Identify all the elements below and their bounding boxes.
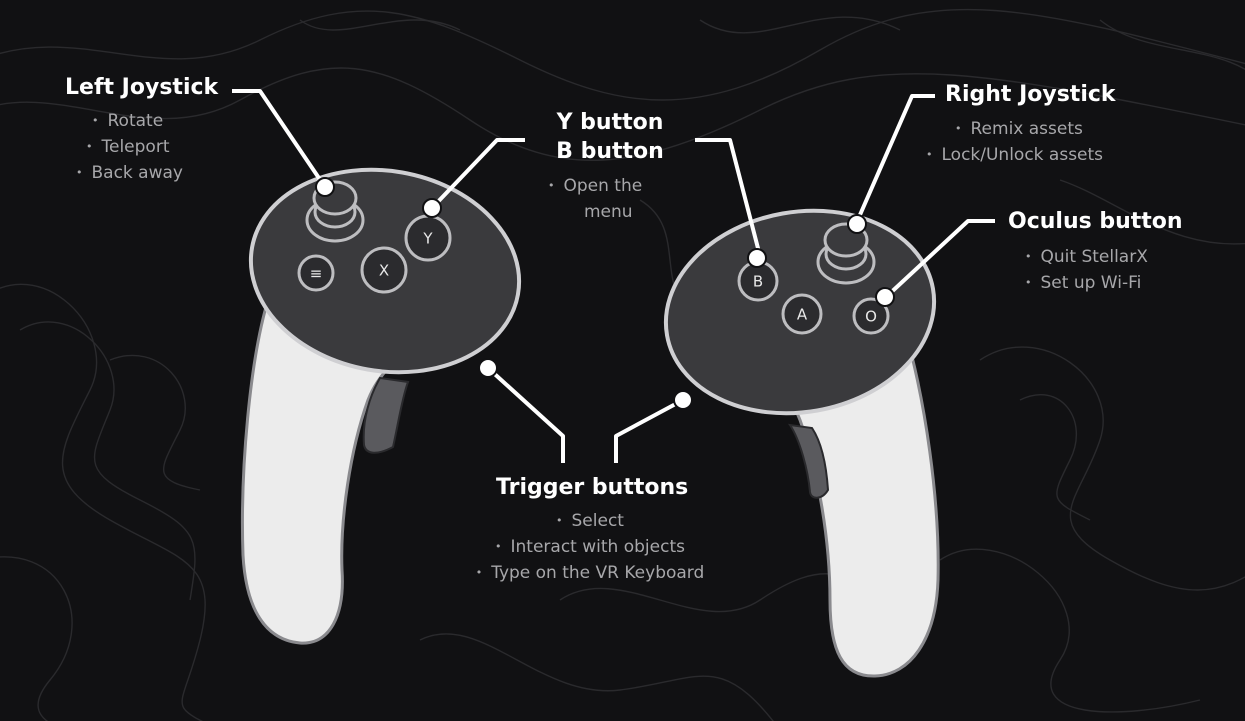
action-remix-assets: Remix assets — [926, 117, 1103, 143]
action-type-on-vr-keyboard: Type on the VR Keyboard — [430, 561, 750, 587]
menu-icon: ≡ — [310, 265, 323, 283]
trigger-leader-right — [614, 398, 684, 463]
oculus-button-glyph: O — [865, 308, 877, 326]
b-button-title: B button — [556, 139, 664, 164]
a-button-glyph: A — [797, 306, 808, 324]
left-trigger-dot — [478, 358, 498, 378]
y-button-glyph: Y — [422, 230, 433, 248]
oculus-button-shape — [852, 297, 890, 335]
left-controller: Y X ≡ — [240, 167, 522, 645]
action-lock-unlock-assets: Lock/Unlock assets — [926, 143, 1104, 169]
left-trigger — [362, 376, 410, 454]
right-trigger — [787, 423, 830, 499]
yb-button-actions: Open the menu — [548, 174, 643, 224]
trigger-buttons-actions: Select Interact with objects Type on the… — [430, 509, 750, 587]
x-button-glyph: X — [379, 262, 389, 280]
left-joystick-actions: Rotate Teleport Back away — [76, 109, 183, 187]
yb-button-leader-left — [430, 138, 525, 210]
oculus-button-dot — [875, 287, 895, 307]
action-open-menu-2: menu — [584, 202, 633, 222]
right-joystick-dot — [847, 214, 867, 234]
right-trigger-dot — [673, 390, 693, 410]
yb-button-leader-right — [695, 138, 762, 257]
trigger-buttons-title: Trigger buttons — [496, 475, 689, 500]
action-rotate: Rotate — [76, 109, 183, 135]
action-back-away: Back away — [76, 161, 183, 187]
right-joystick-title: Right Joystick — [945, 82, 1116, 107]
action-open-menu-1: Open the — [548, 174, 643, 200]
right-joystick-actions: Remix assets Lock/Unlock assets — [926, 117, 1104, 169]
oculus-button-actions: Quit StellarX Set up Wi-Fi — [1025, 245, 1148, 297]
right-joystick-leader — [854, 94, 935, 225]
oculus-button-title: Oculus button — [1008, 209, 1183, 234]
oculus-button-leader — [884, 219, 995, 299]
action-teleport: Teleport — [76, 135, 183, 161]
left-grip — [240, 298, 414, 645]
leader-dots — [315, 177, 895, 410]
a-button-shape — [781, 293, 823, 335]
right-grip — [767, 328, 940, 678]
trigger-leader-left — [486, 366, 565, 463]
b-button-glyph: B — [753, 273, 763, 291]
action-interact-with-objects: Interact with objects — [430, 535, 750, 561]
action-set-up-wifi: Set up Wi-Fi — [1025, 271, 1148, 297]
b-button-dot — [747, 248, 767, 268]
menu-button-shape — [297, 254, 335, 292]
x-button-shape — [360, 246, 408, 294]
left-joystick-leader — [232, 89, 327, 189]
action-quit-stellarx: Quit StellarX — [1025, 245, 1148, 271]
left-joystick-title: Left Joystick — [65, 75, 219, 100]
y-button-dot — [422, 198, 442, 218]
y-button-title: Y button — [556, 110, 664, 135]
left-joystick-dot — [315, 177, 335, 197]
yb-button-title: Y button B button — [545, 108, 675, 166]
right-controller: B A O — [663, 208, 940, 678]
leader-lines — [232, 89, 995, 463]
action-select: Select — [430, 509, 750, 535]
